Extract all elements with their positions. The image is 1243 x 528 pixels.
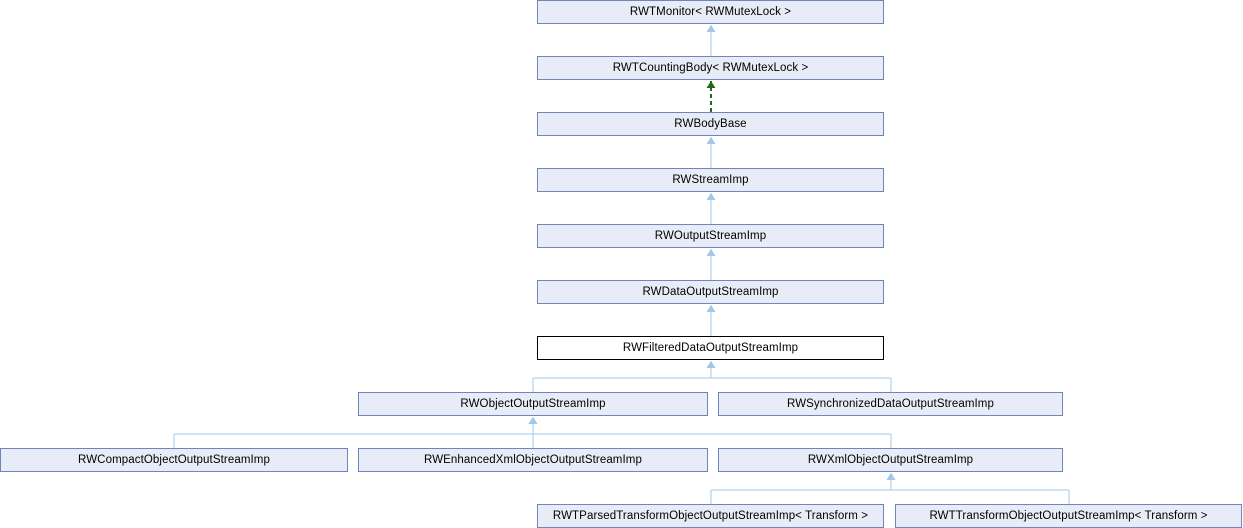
class-node-label: RWCompactObjectOutputStreamImp — [78, 454, 270, 466]
class-node[interactable]: RWFilteredDataOutputStreamImp — [537, 336, 884, 360]
class-node-label: RWSynchronizedDataOutputStreamImp — [787, 398, 994, 410]
class-node-label: RWObjectOutputStreamImp — [460, 398, 606, 410]
class-node[interactable]: RWTCountingBody< RWMutexLock > — [537, 56, 884, 80]
class-node[interactable]: RWTMonitor< RWMutexLock > — [537, 0, 884, 24]
class-node-label: RWFilteredDataOutputStreamImp — [622, 342, 799, 354]
class-node[interactable]: RWSynchronizedDataOutputStreamImp — [718, 392, 1063, 416]
class-node[interactable]: RWStreamImp — [537, 168, 884, 192]
class-node-label: RWTTransformObjectOutputStreamImp< Trans… — [929, 510, 1208, 522]
class-node-label: RWTMonitor< RWMutexLock > — [629, 6, 792, 18]
class-node[interactable]: RWBodyBase — [537, 112, 884, 136]
class-node-label: RWXmlObjectOutputStreamImp — [807, 454, 974, 466]
class-node-label: RWTParsedTransformObjectOutputStreamImp<… — [552, 510, 869, 522]
class-node-label: RWOutputStreamImp — [654, 230, 767, 242]
class-node-label: RWEnhancedXmlObjectOutputStreamImp — [424, 454, 642, 466]
class-node[interactable]: RWCompactObjectOutputStreamImp — [0, 448, 348, 472]
class-node[interactable]: RWDataOutputStreamImp — [537, 280, 884, 304]
class-node-label: RWBodyBase — [674, 118, 747, 130]
class-node[interactable]: RWOutputStreamImp — [537, 224, 884, 248]
class-node[interactable]: RWTTransformObjectOutputStreamImp< Trans… — [895, 504, 1242, 528]
class-node[interactable]: RWXmlObjectOutputStreamImp — [718, 448, 1063, 472]
class-node[interactable]: RWTParsedTransformObjectOutputStreamImp<… — [537, 504, 884, 528]
class-node[interactable]: RWEnhancedXmlObjectOutputStreamImp — [358, 448, 708, 472]
class-node-label: RWTCountingBody< RWMutexLock > — [612, 62, 809, 74]
class-node-label: RWStreamImp — [672, 174, 749, 186]
class-node-label: RWDataOutputStreamImp — [642, 286, 779, 298]
class-node[interactable]: RWObjectOutputStreamImp — [358, 392, 708, 416]
